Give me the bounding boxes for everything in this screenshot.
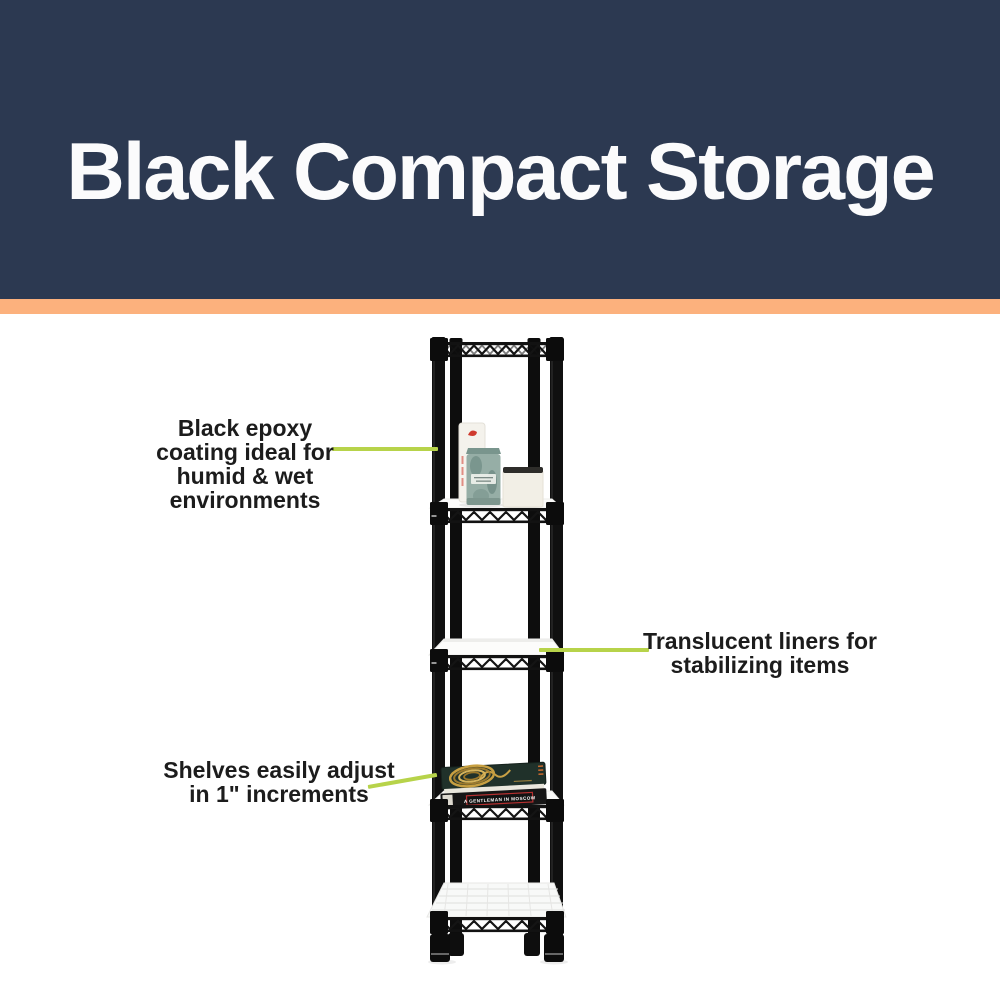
callout-shelf-adjust: Shelves easily adjust in 1" increments <box>159 758 399 806</box>
callout-text-line: Translucent liners for <box>643 628 877 654</box>
callout-epoxy-coating: Black epoxy coating ideal for humid & we… <box>135 416 355 512</box>
callout-pointer-line-liners <box>539 648 649 652</box>
shelf-items-cosmetics <box>458 422 544 509</box>
accent-stripe <box>0 299 1000 314</box>
callout-text-line: stabilizing items <box>670 652 850 678</box>
shelf-tier-2-truss <box>430 502 564 525</box>
teal-cosmetic-tube <box>466 448 501 505</box>
callout-text-line: Black epoxy <box>177 415 313 441</box>
candle-jar <box>502 467 544 508</box>
shelf-tier-5-liner <box>426 882 567 918</box>
callout-text-line: environments <box>169 487 321 513</box>
shelf-tier-3-liner <box>427 638 565 656</box>
title-banner: Black Compact Storage <box>0 0 1000 299</box>
callout-text-line: Shelves easily adjust <box>163 757 395 783</box>
product-image-shelving-unit: A GENTLEMAN IN MOSCOW <box>426 337 568 965</box>
shelf-tier-1-frame <box>430 338 564 361</box>
book-spine-text: A GENTLEMAN IN MOSCOW <box>464 795 536 804</box>
shelf-tier-3-truss <box>430 649 564 672</box>
book-spine-label <box>465 791 534 806</box>
gold-rope-coil <box>448 764 496 788</box>
page-title: Black Compact Storage <box>66 127 935 217</box>
shelf-tier-5-truss <box>430 911 564 934</box>
callout-translucent-liners: Translucent liners for stabilizing items <box>630 629 890 677</box>
shelf-tier-4-truss <box>430 799 564 822</box>
callout-text-line: humid & wet <box>176 463 314 489</box>
shelf-feet <box>428 933 568 965</box>
callout-text-line: coating ideal for <box>156 439 334 465</box>
callout-text-line: in 1" increments <box>189 781 369 807</box>
callout-pointer-line-epoxy <box>332 447 438 451</box>
